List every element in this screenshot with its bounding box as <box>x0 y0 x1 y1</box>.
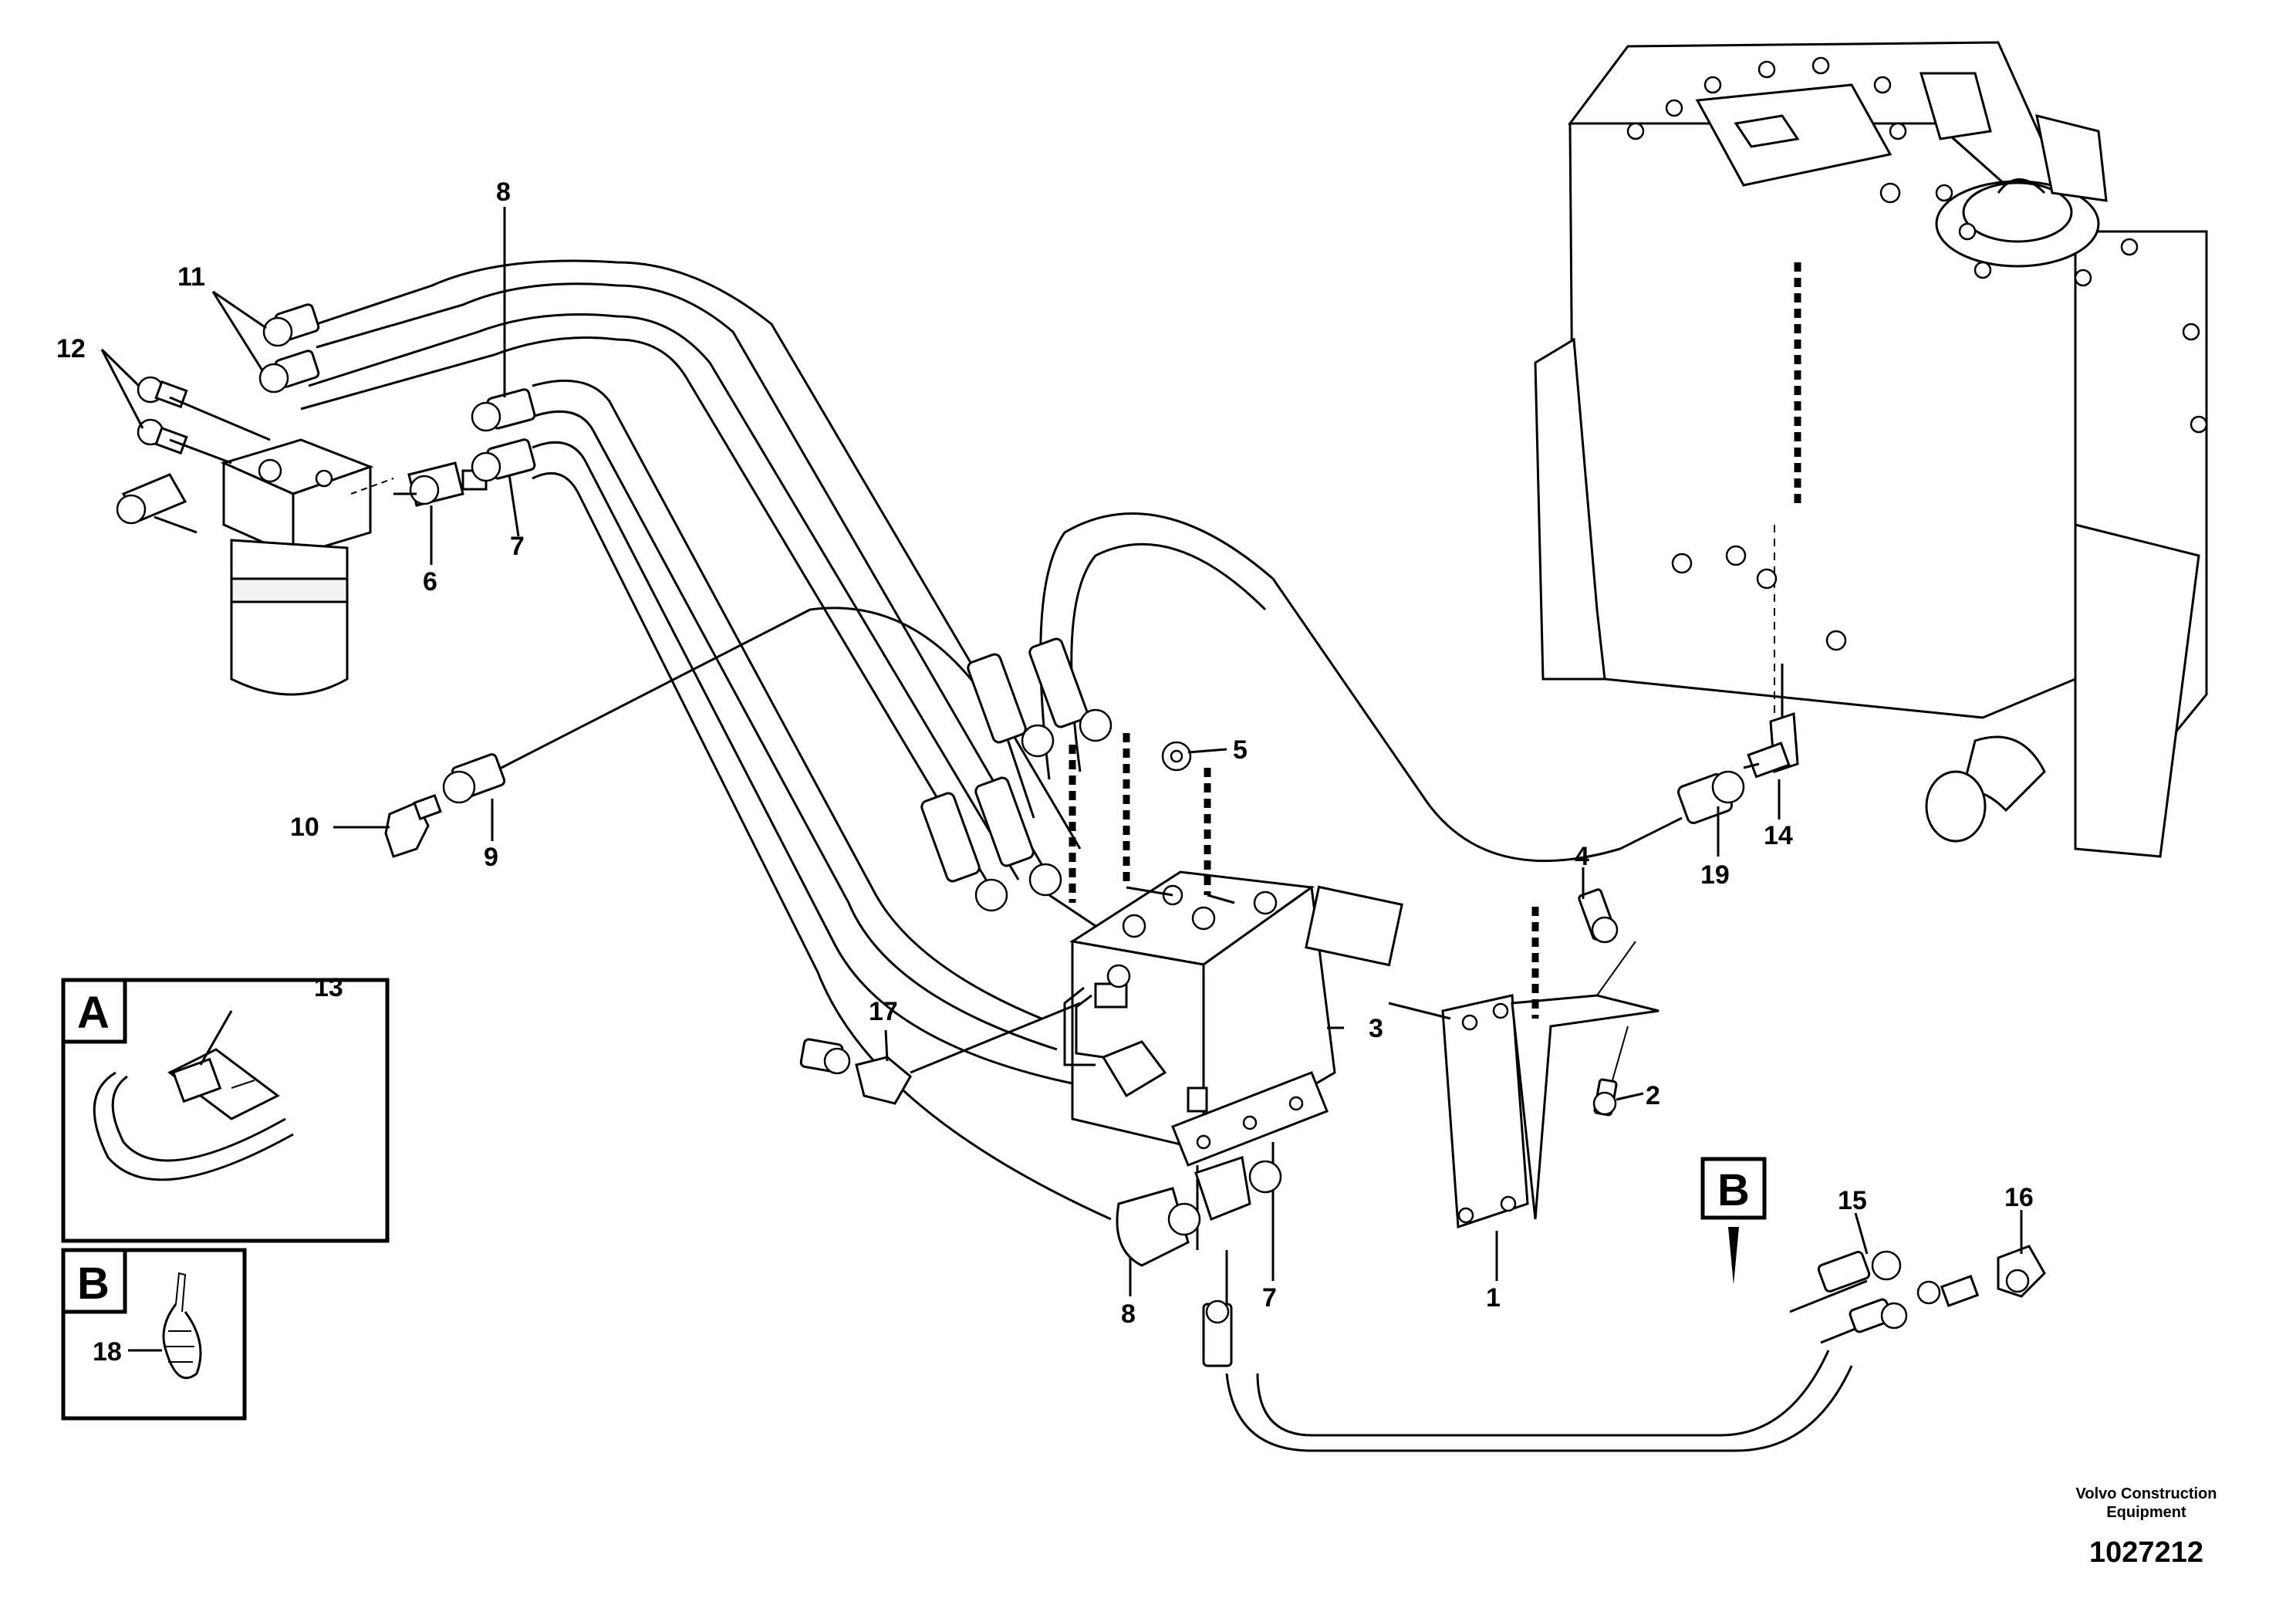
callout-13: 13 <box>314 973 343 1002</box>
callout-18: 18 <box>93 1337 122 1367</box>
callout-16: 16 <box>2004 1183 2034 1212</box>
fittings-15-16 <box>1817 1245 2046 1333</box>
callout-7-upper: 7 <box>510 532 525 561</box>
hose-lines <box>300 259 1899 1452</box>
callout-7-lower: 7 <box>1262 1283 1277 1313</box>
callout-15: 15 <box>1838 1186 1867 1215</box>
company-name-line2: Equipment <box>2106 1504 2186 1521</box>
fittings-lower <box>1116 1156 1282 1367</box>
callout-numbers: 1 2 3 4 5 6 7 7 8 8 9 10 11 12 13 14 15 … <box>56 177 2034 1367</box>
callout-9: 9 <box>484 843 498 872</box>
inset-b <box>61 1248 247 1421</box>
inset-a <box>61 978 390 1243</box>
hydraulic-tank <box>1534 41 2208 858</box>
callout-11: 11 <box>177 262 205 292</box>
callout-10: 10 <box>290 813 319 842</box>
callout-17: 17 <box>869 997 898 1026</box>
callout-1: 1 <box>1486 1283 1501 1313</box>
callout-8-lower: 8 <box>1121 1299 1136 1329</box>
drawing-number: 1027212 <box>2089 1536 2203 1569</box>
callout-4: 4 <box>1575 842 1589 871</box>
callout-6: 6 <box>423 567 437 596</box>
bracket <box>1388 888 1660 1229</box>
valve-hose-ends <box>920 637 1235 928</box>
view-b-label: B <box>1717 1165 1750 1215</box>
fitting-17 <box>799 1002 1081 1105</box>
leader-lines <box>100 207 2023 1352</box>
company-name-line1: Volvo Construction <box>2076 1485 2217 1502</box>
footer: Volvo Construction Equipment 1027212 <box>2076 1485 2217 1569</box>
callout-5: 5 <box>1233 735 1248 765</box>
filter-assembly <box>220 438 394 696</box>
callout-19: 19 <box>1700 860 1730 890</box>
fittings-upper-middle <box>393 388 536 507</box>
inset-b-label: B <box>77 1259 110 1309</box>
callout-2: 2 <box>1646 1081 1660 1110</box>
fittings-upper-left <box>116 303 320 534</box>
fittings-9-10 <box>384 753 506 858</box>
inset-a-label: A <box>77 988 110 1038</box>
callout-8-upper: 8 <box>496 177 511 207</box>
callout-14: 14 <box>1764 821 1793 850</box>
view-b-marker <box>1700 1157 1767 1285</box>
callout-12: 12 <box>56 334 86 363</box>
callout-3: 3 <box>1369 1014 1383 1043</box>
